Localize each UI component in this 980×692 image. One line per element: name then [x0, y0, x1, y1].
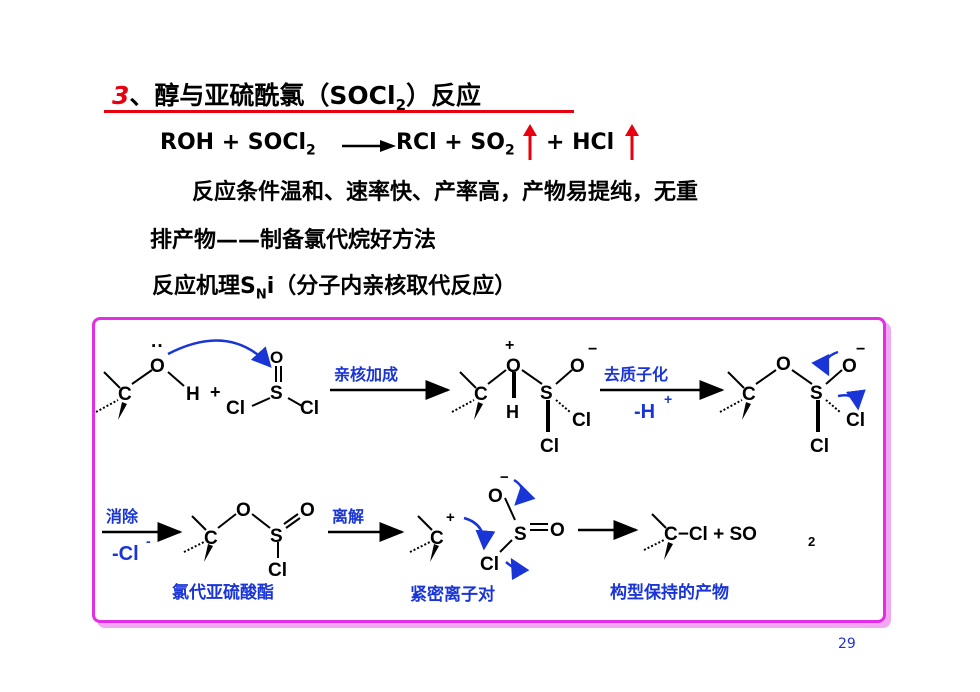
title-underline	[104, 110, 574, 113]
eq-rhs2: + HCl	[546, 130, 615, 155]
atom-C: C	[118, 384, 132, 405]
product-sub: 2	[808, 534, 815, 549]
minus-H-sup: +	[664, 391, 672, 407]
mechanism-suffix: i（分子内亲核取代反应）	[266, 274, 517, 299]
eq-lhs-sub: 2	[306, 142, 316, 159]
minus-charge: −	[856, 341, 865, 358]
minus-charge: −	[500, 469, 509, 486]
atom-O: O	[570, 356, 585, 377]
atom-O: O	[300, 500, 315, 521]
atom-O: O	[488, 486, 503, 507]
atom-O: O	[150, 356, 165, 377]
eq-rhs1: RCl + SO	[396, 130, 505, 155]
plus-charge: +	[446, 509, 455, 526]
eq-products: RCl + SO2	[396, 130, 515, 158]
chloroalkane-product	[643, 513, 673, 560]
curved-arrow-icon	[167, 339, 272, 368]
atom-O: O	[270, 348, 283, 367]
eq-lhs: ROH + SOCl	[160, 130, 307, 155]
atom-S: S	[810, 383, 823, 404]
step-label-dissociation: 离解	[332, 507, 364, 526]
caption-ion-pair: 紧密离子对	[410, 584, 495, 604]
step-label-deprotonation: 去质子化	[604, 365, 668, 384]
alcohol-molecule	[95, 369, 185, 420]
atom-C: C	[430, 528, 444, 549]
atom-S: S	[270, 526, 283, 547]
slide-title: 3、醇与亚硫酰氯（SOCl2）反应	[112, 76, 481, 114]
plus-charge: +	[505, 337, 514, 354]
atom-C: C	[204, 528, 218, 549]
atom-Cl: Cl	[480, 554, 499, 575]
atom-Cl: Cl	[572, 410, 591, 431]
gas-up-arrow-icon	[523, 124, 537, 160]
title-text: 、醇与亚硫酰氯（SOCl	[129, 81, 396, 110]
mechanism-heading: 反应机理SNi（分子内亲核取代反应）	[152, 268, 516, 302]
curved-arrow-icon	[505, 557, 530, 581]
minus-H-label: -H	[634, 401, 655, 423]
atom-C: C	[742, 384, 756, 405]
atom-Cl: Cl	[540, 436, 559, 457]
deprotonated-intermediate	[719, 369, 843, 432]
curved-arrow-icon	[811, 350, 839, 377]
title-sub: 2	[395, 96, 407, 114]
atom-Cl: Cl	[268, 560, 287, 581]
reaction-arrow	[342, 140, 396, 152]
atom-O: O	[506, 356, 521, 377]
atom-Cl: Cl	[846, 410, 865, 431]
atom-S: S	[270, 383, 283, 404]
minus-Cl-label: -Cl	[112, 543, 139, 565]
caption-retention-product: 构型保持的产物	[610, 582, 729, 602]
plus-sign: +	[210, 382, 221, 402]
atom-H: H	[506, 402, 519, 422]
atom-S: S	[514, 524, 527, 545]
atom-H: H	[186, 384, 200, 405]
minus-charge: −	[588, 341, 597, 358]
chlorosulfite-ester	[183, 513, 301, 562]
eq-rhs1-sub: 2	[504, 142, 515, 159]
step-label-addition: 亲核加成	[334, 365, 398, 384]
title-number: 3	[112, 81, 130, 110]
atom-O: O	[236, 500, 251, 521]
thionyl-chloride	[251, 366, 303, 407]
atom-O: O	[550, 520, 565, 541]
atom-S: S	[540, 383, 553, 404]
minus-Cl-sup: -	[146, 533, 151, 549]
atom-O: O	[842, 356, 857, 377]
mechanism-prefix: 反应机理S	[152, 274, 256, 299]
step-label-elimination: 消除	[106, 507, 139, 526]
mechanism-sub: N	[255, 287, 267, 303]
curved-arrow-icon	[837, 389, 866, 411]
tight-ion-pair	[409, 497, 548, 562]
curved-arrow-icon	[513, 478, 536, 506]
atom-Cl: Cl	[226, 398, 245, 419]
page-number: 29	[838, 636, 856, 652]
title-tail: ）反应	[406, 81, 482, 110]
reaction-equation: ROH + SOCl2	[160, 130, 316, 158]
atom-O: O	[776, 354, 791, 375]
curved-arrow-icon	[463, 516, 496, 551]
caption-chlorosulfite: 氯代亚硫酸酯	[172, 582, 274, 602]
description-line-2: 排产物——制备氯代烷好方法	[150, 228, 437, 253]
gas-up-arrow-icon	[625, 124, 639, 160]
mechanism-panel	[92, 317, 886, 623]
oxonium-intermediate	[451, 369, 573, 432]
atom-C: C	[474, 384, 488, 405]
lone-pair-dots: ··	[151, 336, 164, 357]
product-formula: C−Cl + SO	[664, 524, 757, 545]
description-line-1: 反应条件温和、速率快、产率高，产物易提纯，无重	[192, 180, 699, 205]
atom-Cl: Cl	[300, 398, 319, 419]
atom-Cl: Cl	[810, 436, 829, 457]
